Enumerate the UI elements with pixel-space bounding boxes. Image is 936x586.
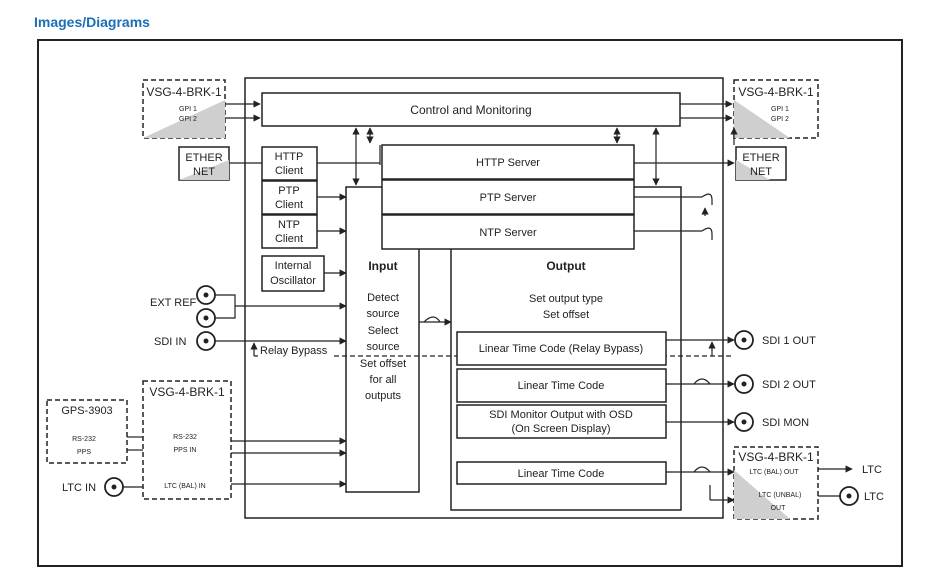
ext-ref-connector-2 <box>196 308 216 328</box>
sdi-in-connector <box>196 331 216 351</box>
brk-top-right-title: VSG-4-BRK-1 <box>738 85 814 99</box>
sdi-mon-connector <box>734 412 754 432</box>
ethernet-right-line1: ETHER <box>742 152 779 164</box>
input-line-7: outputs <box>365 390 402 402</box>
http-client-line1: HTTP <box>275 151 304 163</box>
gps-pps: PPS <box>77 449 91 456</box>
relay-bypass-label: Relay Bypass <box>260 345 328 357</box>
gps-title: GPS-3903 <box>61 405 112 417</box>
ltc-4-label: Linear Time Code <box>518 468 605 480</box>
ltc-relay-bypass-box <box>456 331 667 366</box>
sdi2-out-label: SDI 2 OUT <box>762 379 816 391</box>
brk-top-left: VSG-4-BRK-1 GPI 1 GPI 2 <box>142 79 226 139</box>
ltc-in-label: LTC IN <box>62 482 96 494</box>
ext-ref-connector-1 <box>196 285 216 305</box>
input-line-2: source <box>366 308 399 320</box>
page-title: Images/Diagrams <box>34 14 150 30</box>
brk-mid-left-ltc-bal-in: LTC (BAL) IN <box>164 483 206 490</box>
brk-top-right-gpi2: GPI 2 <box>771 116 789 123</box>
output-title: Output <box>546 259 585 273</box>
ntp-client-box <box>261 214 318 249</box>
ltc-relay-bypass-label: Linear Time Code (Relay Bypass) <box>479 343 643 355</box>
brk-mid-left-title: VSG-4-BRK-1 <box>149 385 225 399</box>
sdi-mon-label: SDI MON <box>762 417 809 429</box>
gps-rs232: RS-232 <box>72 436 96 443</box>
http-client-box <box>261 146 318 181</box>
sdi1-out-label: SDI 1 OUT <box>762 335 816 347</box>
ptp-client-line1: PTP <box>278 185 299 197</box>
brk-top-right: VSG-4-BRK-1 GPI 1 GPI 2 <box>733 79 819 139</box>
ltc-4-box <box>456 461 667 485</box>
output-line2: Set offset <box>543 309 589 321</box>
output-line1: Set output type <box>529 293 603 305</box>
brk-bottom-right-title: VSG-4-BRK-1 <box>738 450 814 464</box>
ext-ref-label: EXT REF <box>150 297 197 309</box>
ltc-2-label: Linear Time Code <box>518 380 605 392</box>
input-line-6: for all <box>370 374 397 386</box>
brk-top-left-gpi1: GPI 1 <box>179 106 197 113</box>
brk-mid-left-pps-in: PPS IN <box>174 447 197 454</box>
sdi2-out-connector <box>734 374 754 394</box>
ethernet-left-line2: NET <box>193 166 215 178</box>
http-client-line2: Client <box>275 165 303 177</box>
internal-oscillator-line1: Internal <box>275 260 312 272</box>
ltc-out-bal-label: LTC <box>862 464 882 476</box>
brk-mid-left-rs232: RS-232 <box>173 434 197 441</box>
brk-mid-left: VSG-4-BRK-1 RS-232 PPS IN LTC (BAL) IN <box>142 380 232 500</box>
ethernet-right-line2: NET <box>750 166 772 178</box>
brk-bottom-right-out: OUT <box>771 505 787 512</box>
ptp-client-line2: Client <box>275 199 303 211</box>
input-line-3: Select <box>368 325 399 337</box>
ntp-client-line1: NTP <box>278 219 300 231</box>
gps-box <box>46 399 128 464</box>
ntp-server-box <box>381 214 635 250</box>
internal-oscillator-line2: Oscillator <box>270 275 316 287</box>
ntp-client-line2: Client <box>275 233 303 245</box>
input-line-1: Detect <box>367 292 399 304</box>
control-monitoring-label: Control and Monitoring <box>410 103 531 117</box>
main-unit-box <box>244 77 724 519</box>
http-server-box <box>381 144 635 180</box>
brk-top-right-gpi1: GPI 1 <box>771 106 789 113</box>
ntp-server-label: NTP Server <box>479 227 537 239</box>
brk-top-left-gpi2: GPI 2 <box>179 116 197 123</box>
brk-top-left-title: VSG-4-BRK-1 <box>146 85 222 99</box>
ltc-out-unbal-connector <box>839 486 859 506</box>
ethernet-left-line1: ETHER <box>185 152 222 164</box>
brk-bottom-right-ltc-unbal: LTC (UNBAL) <box>759 492 802 499</box>
ltc-in-connector <box>104 477 124 497</box>
input-title: Input <box>368 259 397 273</box>
ptp-server-label: PTP Server <box>480 192 537 204</box>
sdi-monitor-line1: SDI Monitor Output with OSD <box>489 409 633 421</box>
input-line-5: Set offset <box>360 358 406 370</box>
brk-bottom-right: VSG-4-BRK-1 LTC (BAL) OUT LTC (UNBAL) OU… <box>733 446 819 520</box>
http-server-label: HTTP Server <box>476 157 540 169</box>
sdi1-out-connector <box>734 330 754 350</box>
input-line-4: source <box>366 341 399 353</box>
ltc-2-box <box>456 368 667 403</box>
sdi-monitor-line2: (On Screen Display) <box>511 423 610 435</box>
control-monitoring-box <box>261 92 681 127</box>
brk-bottom-right-ltc-bal-out: LTC (BAL) OUT <box>749 469 799 476</box>
sdi-in-label: SDI IN <box>154 336 186 348</box>
ltc-out-unbal-label: LTC <box>864 491 884 503</box>
